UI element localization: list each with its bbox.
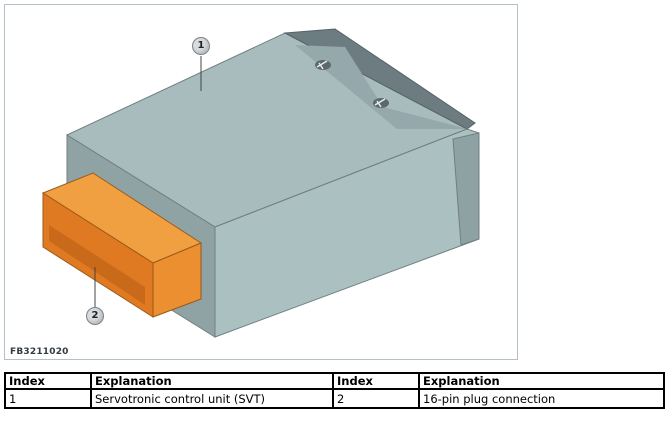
housing-top-bevel (295, 45, 467, 129)
figure-code: FB3211020 (10, 347, 69, 357)
cell-explanation: 16-pin plug connection (418, 388, 665, 409)
header-index: Index (332, 372, 420, 390)
legend-header-row: Index Explanation Index Explanation (4, 372, 665, 390)
callout-2: 2 (86, 307, 104, 325)
illustration-frame: 1 2 FB3211020 (4, 4, 518, 360)
plug-opening (49, 225, 145, 305)
header-explanation: Explanation (90, 372, 334, 390)
cell-explanation: Servotronic control unit (SVT) (90, 388, 334, 409)
callout-1: 1 (192, 37, 210, 55)
screw-icon (315, 60, 331, 70)
legend-table: Index Explanation Index Explanation 1 Se… (4, 372, 665, 409)
cell-index: 1 (4, 388, 92, 409)
cell-index: 2 (332, 388, 420, 409)
housing-rim (452, 132, 480, 246)
header-explanation: Explanation (418, 372, 665, 390)
control-unit-illustration (41, 28, 480, 338)
plug-right-face (152, 242, 202, 318)
table-row: 1 Servotronic control unit (SVT) 2 16-pi… (4, 388, 665, 409)
header-index: Index (4, 372, 92, 390)
screw-icon (373, 98, 389, 108)
